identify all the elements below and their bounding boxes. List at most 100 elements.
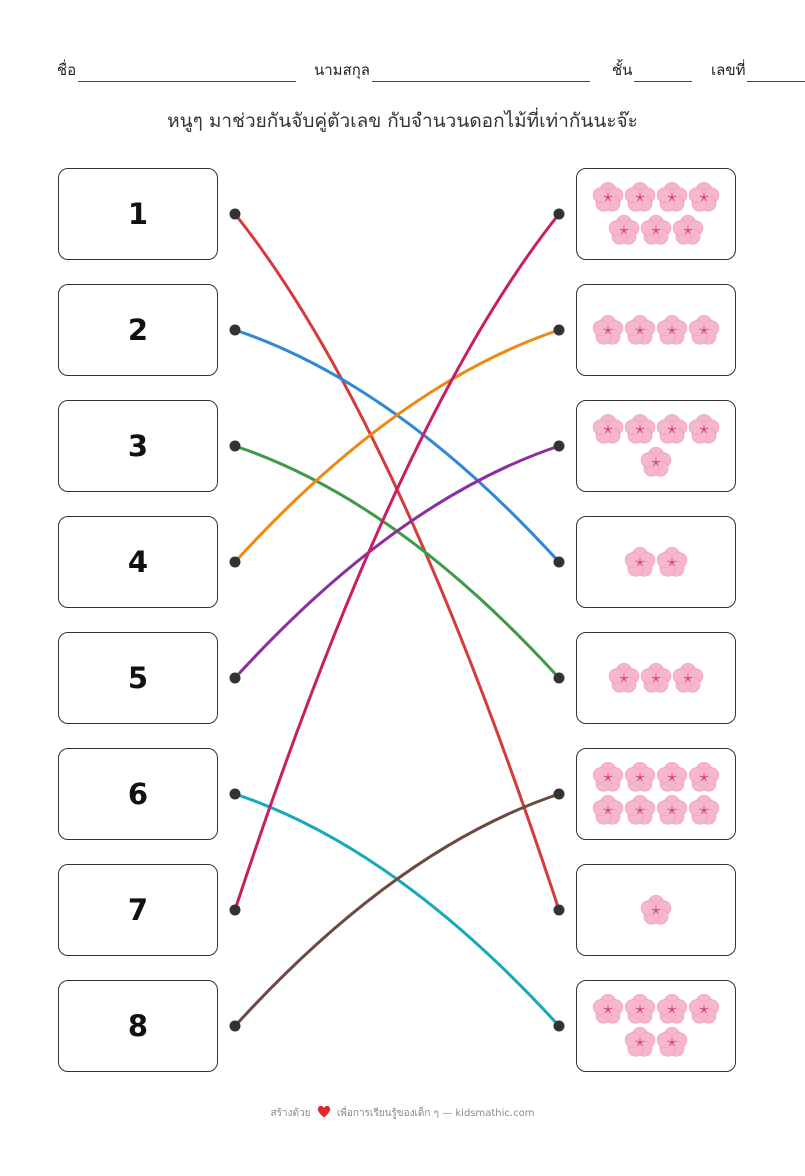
flower-box[interactable] [576,864,736,956]
flower-box[interactable] [576,168,736,260]
flower-group [577,749,735,839]
left-dot[interactable] [229,440,241,452]
sakura-flower-icon [624,546,656,577]
match-line-8[interactable] [233,792,561,1028]
class-field[interactable]: ชั้น [612,58,693,82]
surname-line[interactable] [372,65,590,82]
sakura-flower-icon [592,761,624,792]
match-line-4[interactable] [233,328,561,564]
sakura-flower-icon [688,761,720,792]
sakura-flower-icon [624,794,656,825]
sakura-flower-icon [640,894,672,925]
number-label: เลขที่ [711,61,746,79]
right-dot[interactable] [553,1020,565,1032]
number-label: 3 [127,429,149,463]
sakura-flower-icon [688,794,720,825]
match-line-1[interactable] [233,212,561,912]
match-line-7[interactable] [233,212,561,912]
number-field[interactable]: เลขที่ [711,58,805,82]
number-label: 2 [127,313,149,347]
sakura-flower-icon [688,413,720,444]
number-box[interactable]: 6 [58,748,218,840]
sakura-flower-icon [608,214,640,245]
sakura-flower-icon [624,413,656,444]
sakura-flower-icon [656,314,688,345]
sakura-flower-icon [656,181,688,212]
number-label: 8 [127,1009,149,1043]
match-line-3[interactable] [233,444,561,680]
left-dot[interactable] [229,208,241,220]
number-box[interactable]: 3 [58,400,218,492]
sakura-flower-icon [592,794,624,825]
left-dot[interactable] [229,904,241,916]
flower-group [577,517,735,607]
heart-icon [317,1106,330,1118]
footer-prefix: สร้างด้วย [270,1108,311,1119]
match-line-2[interactable] [233,328,561,564]
right-dot[interactable] [553,556,565,568]
number-label: 1 [127,197,149,231]
flower-box[interactable] [576,284,736,376]
left-dot[interactable] [229,788,241,800]
number-box[interactable]: 1 [58,168,218,260]
sakura-flower-icon [624,314,656,345]
footer-suffix: เพื่อการเรียนรู้ของเด็ก ๆ — kidsmathic.c… [336,1108,535,1119]
right-dot[interactable] [553,672,565,684]
sakura-flower-icon [592,314,624,345]
flower-group [577,981,735,1071]
sakura-flower-icon [624,181,656,212]
left-dot[interactable] [229,324,241,336]
flower-box[interactable] [576,516,736,608]
flower-group [577,285,735,375]
number-box[interactable]: 8 [58,980,218,1072]
left-dot[interactable] [229,1020,241,1032]
sakura-flower-icon [592,181,624,212]
sakura-flower-icon [656,1026,688,1057]
flower-box[interactable] [576,748,736,840]
name-label: ชื่อ [57,61,77,79]
right-dot[interactable] [553,788,565,800]
sakura-flower-icon [656,546,688,577]
left-dot[interactable] [229,672,241,684]
number-box[interactable]: 5 [58,632,218,724]
number-box[interactable]: 4 [58,516,218,608]
class-line[interactable] [634,65,693,82]
surname-label: นามสกุล [314,61,370,79]
right-dot[interactable] [553,324,565,336]
sakura-flower-icon [656,761,688,792]
number-box[interactable]: 7 [58,864,218,956]
sakura-flower-icon [656,413,688,444]
sakura-flower-icon [688,993,720,1024]
flower-group [577,401,735,491]
match-line-5[interactable] [233,444,561,680]
sakura-flower-icon [624,993,656,1024]
student-info-header: ชื่อ นามสกุล ชั้น เลขที่ [0,58,805,82]
sakura-flower-icon [608,662,640,693]
sakura-flower-icon [624,761,656,792]
flower-group [577,633,735,723]
class-label: ชั้น [612,61,633,79]
left-dot[interactable] [229,556,241,568]
name-field[interactable]: ชื่อ [57,58,297,82]
sakura-flower-icon [688,314,720,345]
sakura-flower-icon [592,413,624,444]
number-line[interactable] [747,65,805,82]
sakura-flower-icon [688,181,720,212]
sakura-flower-icon [672,214,704,245]
flower-group [577,865,735,955]
number-box[interactable]: 2 [58,284,218,376]
name-line[interactable] [78,65,297,82]
sakura-flower-icon [624,1026,656,1057]
number-label: 4 [127,545,149,579]
sakura-flower-icon [640,214,672,245]
right-dot[interactable] [553,904,565,916]
sakura-flower-icon [672,662,704,693]
right-dot[interactable] [553,208,565,220]
match-line-6[interactable] [233,792,561,1028]
flower-box[interactable] [576,400,736,492]
right-dot[interactable] [553,440,565,452]
surname-field[interactable]: นามสกุล [314,58,590,82]
flower-box[interactable] [576,980,736,1072]
sakura-flower-icon [640,446,672,477]
flower-box[interactable] [576,632,736,724]
